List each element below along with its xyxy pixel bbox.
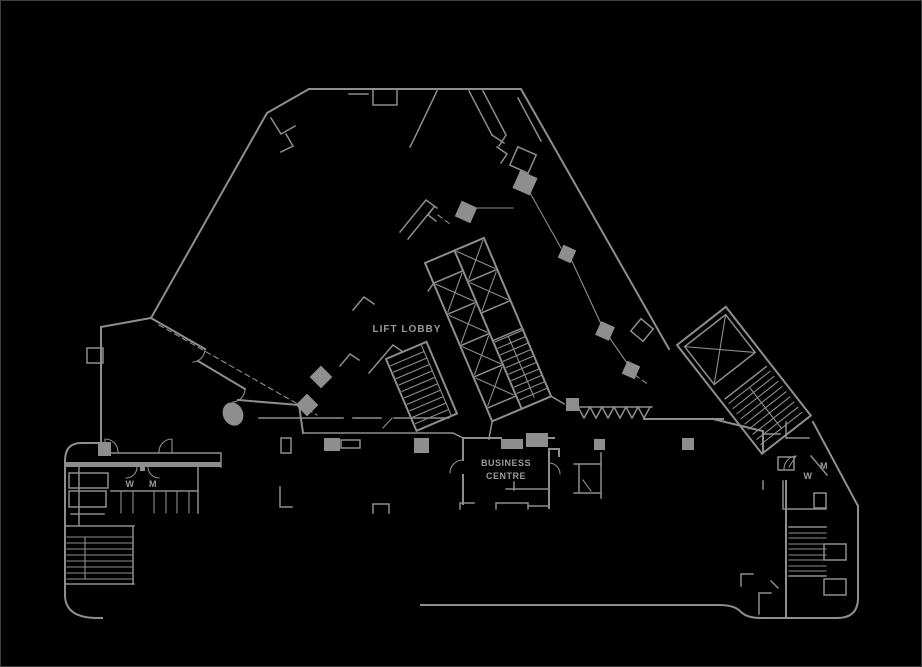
- business-centre-walls: [463, 438, 559, 508]
- apex-column: [512, 170, 538, 196]
- business-centre-label-line1: BUSINESS: [481, 458, 531, 468]
- lobby-staircase-icon: [386, 342, 457, 431]
- left-wall-duct: [87, 348, 103, 363]
- hollow-shaft: [631, 319, 654, 342]
- toilet-stall-partitions: [121, 491, 189, 513]
- right-core-landing-wall: [725, 367, 766, 399]
- central-lift-core: [416, 234, 565, 439]
- business-centre-door-swings: [450, 460, 591, 491]
- wc-right-men-label: M: [820, 461, 828, 471]
- oval-column: [222, 402, 244, 426]
- left-staircase-icon: [67, 537, 133, 579]
- business-centre-label-line2: CENTRE: [486, 471, 526, 481]
- colonnade-dashed-line: [635, 375, 649, 385]
- column: [98, 442, 111, 456]
- wc-door-swings: [126, 467, 159, 478]
- lobby-dashed-opening: [438, 215, 450, 224]
- right-core-staircase-icon: [729, 371, 802, 444]
- toilet-room: [69, 491, 106, 507]
- hollow-column: [281, 438, 291, 453]
- core-staircase-icon: [495, 330, 547, 402]
- wc-right-women-label: W: [804, 471, 813, 481]
- corridor-walls: [259, 418, 463, 438]
- right-staircase-caps: [789, 527, 826, 576]
- reception-desk-2: [526, 433, 548, 447]
- column: [621, 360, 641, 380]
- column: [324, 438, 340, 451]
- column: [454, 200, 478, 224]
- shopfront-dashed-line: [159, 325, 317, 415]
- colonnade-lines: [474, 191, 627, 363]
- lift-cell-walls: [434, 258, 546, 408]
- right-wing: W M: [741, 422, 846, 618]
- left-wing: W M: [65, 318, 317, 584]
- right-service-core: [677, 307, 811, 454]
- column: [682, 438, 694, 450]
- left-edge-wall: [101, 89, 309, 443]
- right-wc-door-swing: [784, 456, 796, 469]
- top-notch-and-box: [349, 89, 397, 105]
- wc-left-women-label: W: [126, 479, 135, 489]
- column: [295, 393, 319, 417]
- right-closet-2: [824, 544, 846, 560]
- building-outline: [65, 89, 858, 618]
- right-staircase-icon: [789, 533, 826, 571]
- reception-desk: [501, 439, 523, 449]
- shopfront-door-arcs: [193, 349, 245, 402]
- right-wc-room: [778, 457, 794, 470]
- upper-left-wall-detail: [271, 118, 295, 152]
- column: [595, 321, 615, 341]
- bottom-left-outline: [65, 443, 102, 618]
- lift-shaft-x-icons: [428, 241, 543, 406]
- lift-core-divider: [454, 250, 521, 408]
- right-lift-shaft: [685, 315, 756, 385]
- lift-lobby-label: LIFT LOBBY: [373, 324, 442, 335]
- top-and-right-edge-wall: [309, 89, 669, 349]
- column: [594, 439, 605, 450]
- right-wing-walls: [741, 422, 827, 614]
- right-core-outline: [677, 307, 811, 454]
- business-centre: BUSINESS CENTRE: [450, 433, 601, 509]
- wc-left-men-label: M: [149, 479, 157, 489]
- toilet-vanity: [69, 473, 108, 488]
- core-extension-walls: [424, 255, 565, 439]
- right-closet-1: [814, 493, 826, 508]
- apex-partition-walls: [410, 91, 541, 163]
- apex-shaft-outline: [510, 147, 536, 173]
- apex-partitions: [410, 91, 541, 196]
- wc-door-post: [140, 463, 145, 471]
- right-lift-x-icon: [685, 315, 756, 385]
- business-centre-inner-walls: [460, 453, 601, 509]
- escalator-icon: [578, 407, 652, 418]
- bottom-right-outline: [421, 422, 858, 618]
- lobby-stair-area: LIFT LOBBY: [340, 200, 457, 431]
- lobby-partition-walls: [340, 200, 437, 373]
- column: [566, 398, 579, 411]
- column: [414, 438, 429, 453]
- column: [309, 365, 333, 389]
- corridor-brackets: [280, 487, 389, 513]
- corridor-door-swings: [105, 439, 172, 452]
- corridor-door-leaf: [383, 418, 392, 428]
- right-closet-3: [824, 579, 846, 595]
- column: [557, 244, 577, 264]
- column-base: [341, 440, 360, 448]
